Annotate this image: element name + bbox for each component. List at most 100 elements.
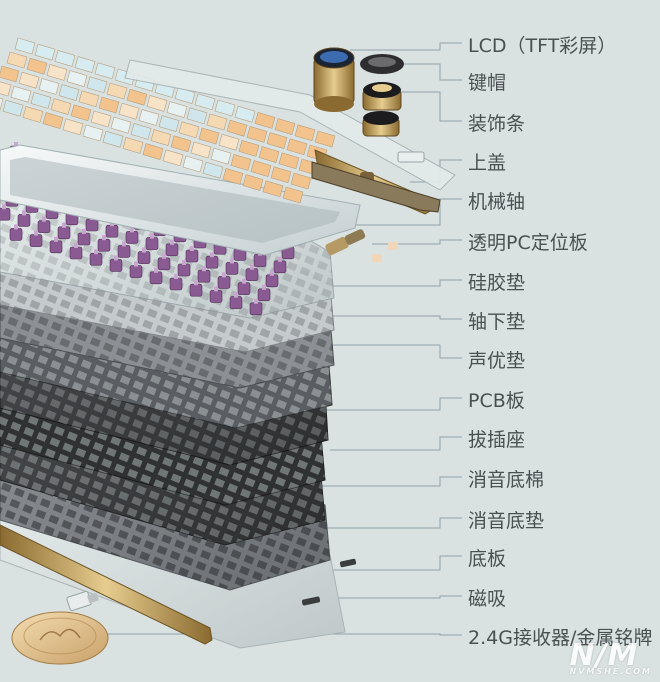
keycap <box>82 124 104 142</box>
keycap <box>178 121 200 139</box>
keycap <box>38 78 60 95</box>
component-label-5: 机械轴 <box>468 191 526 213</box>
keycap <box>106 82 128 100</box>
component-label-16: 2.4G接收器/金属铭牌 <box>468 627 653 649</box>
switch <box>69 243 83 260</box>
keycap <box>78 90 100 108</box>
leader-line-2 <box>398 63 462 81</box>
keycap <box>170 135 192 153</box>
leader-lines <box>104 42 462 636</box>
keycap <box>158 115 180 132</box>
keycap <box>10 85 32 103</box>
keycap <box>274 118 296 135</box>
switch <box>169 274 183 291</box>
wireless-receiver <box>66 590 99 612</box>
switch <box>157 253 171 271</box>
switch <box>185 246 199 263</box>
component-label-9: 声优垫 <box>468 350 526 372</box>
keycap <box>194 93 216 111</box>
switch <box>117 241 131 258</box>
leader-line-14 <box>330 555 462 571</box>
bottom-foot-2 <box>339 558 357 568</box>
switch <box>17 210 31 227</box>
switch <box>89 249 103 266</box>
switch <box>57 222 71 240</box>
keycap <box>230 154 252 171</box>
switch <box>129 261 143 278</box>
leader-line-7 <box>332 279 462 287</box>
keycap <box>98 96 120 114</box>
switch <box>197 266 211 283</box>
switch <box>77 229 91 246</box>
knob-cap <box>360 54 404 74</box>
component-label-1: LCD（TFT彩屏） <box>468 35 617 57</box>
keycap <box>18 71 40 89</box>
keycap <box>162 149 184 167</box>
keycap <box>118 102 140 120</box>
keycap <box>314 130 336 148</box>
keycap <box>206 113 228 131</box>
keycap <box>26 57 48 75</box>
leader-line-9 <box>318 344 462 359</box>
keycap <box>138 109 160 126</box>
keycap <box>254 112 276 129</box>
switch <box>0 204 11 221</box>
component-label-13: 消音底垫 <box>468 510 545 532</box>
leader-line-3 <box>400 91 462 122</box>
keycap <box>258 146 280 163</box>
keycaps <box>0 37 336 204</box>
keycap <box>294 124 316 142</box>
switch <box>49 236 63 254</box>
switch <box>149 267 163 285</box>
switch <box>29 230 43 247</box>
keycap <box>142 143 164 160</box>
switch <box>229 292 243 309</box>
keycap <box>198 127 220 145</box>
switch <box>9 224 23 241</box>
switch <box>97 235 111 252</box>
switch <box>189 280 203 297</box>
keycap <box>286 138 308 156</box>
keycap <box>46 64 68 81</box>
keycap <box>110 116 132 134</box>
keycap <box>186 107 208 125</box>
switch <box>249 298 263 316</box>
keycap <box>122 137 144 154</box>
keycap <box>86 76 108 94</box>
keycap <box>266 132 288 149</box>
watermark-site: NVMSHE.COM <box>569 667 652 676</box>
keycap <box>202 161 224 179</box>
switch <box>265 270 279 288</box>
keycap <box>42 112 64 129</box>
keycap <box>214 99 236 117</box>
metal-nameplate <box>11 611 109 665</box>
component-label-15: 磁吸 <box>468 588 507 610</box>
brass-bar <box>0 524 213 645</box>
keycap <box>190 141 212 159</box>
keycap <box>250 160 272 177</box>
switch <box>217 272 231 289</box>
switch <box>205 252 219 269</box>
keycap <box>66 70 88 87</box>
keycap <box>182 155 204 173</box>
keycap <box>14 37 36 55</box>
keycap <box>278 152 300 170</box>
keycap <box>70 104 92 122</box>
leader-line-8 <box>322 315 462 320</box>
keycap <box>290 172 312 190</box>
keycap <box>242 174 264 191</box>
switch <box>145 233 159 250</box>
keycap <box>226 119 248 137</box>
keycap <box>0 81 12 97</box>
keycap <box>166 101 188 118</box>
switch <box>125 227 139 244</box>
switch <box>165 239 179 257</box>
keycap <box>150 129 172 146</box>
switch <box>273 256 287 274</box>
keycap <box>22 106 44 123</box>
leader-line-13 <box>318 517 462 529</box>
keycap <box>262 180 284 198</box>
keycap <box>0 65 20 83</box>
keycap <box>146 95 168 112</box>
